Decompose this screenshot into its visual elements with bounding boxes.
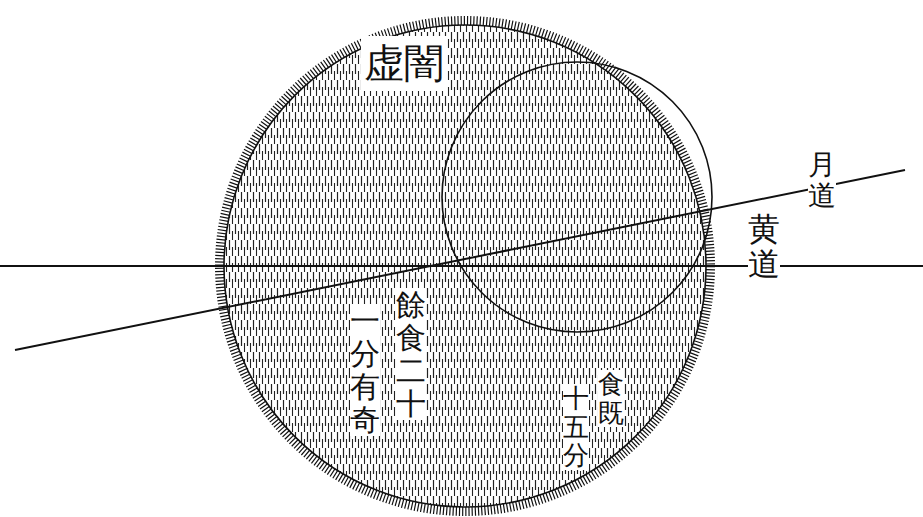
shadow-circle: 虚闇: [213, 14, 717, 517]
shadow-label: 虚闇: [361, 36, 447, 91]
annotation-label: 十五分: [563, 384, 589, 470]
annotation-label: 黄道: [748, 212, 780, 282]
moon-path-line: [15, 170, 905, 350]
annotation-label: 月道: [808, 150, 836, 212]
moon-disc: [442, 62, 712, 332]
annotation-label: 一分有奇: [350, 304, 380, 436]
annotation-label: 餘食二十: [396, 288, 426, 420]
shadow-border: [224, 25, 706, 507]
annotation-label: 食既: [598, 370, 624, 427]
ecliptic-line: [0, 265, 923, 267]
shadow-tick-ring: [220, 21, 711, 512]
shadow-outline: [213, 14, 717, 517]
